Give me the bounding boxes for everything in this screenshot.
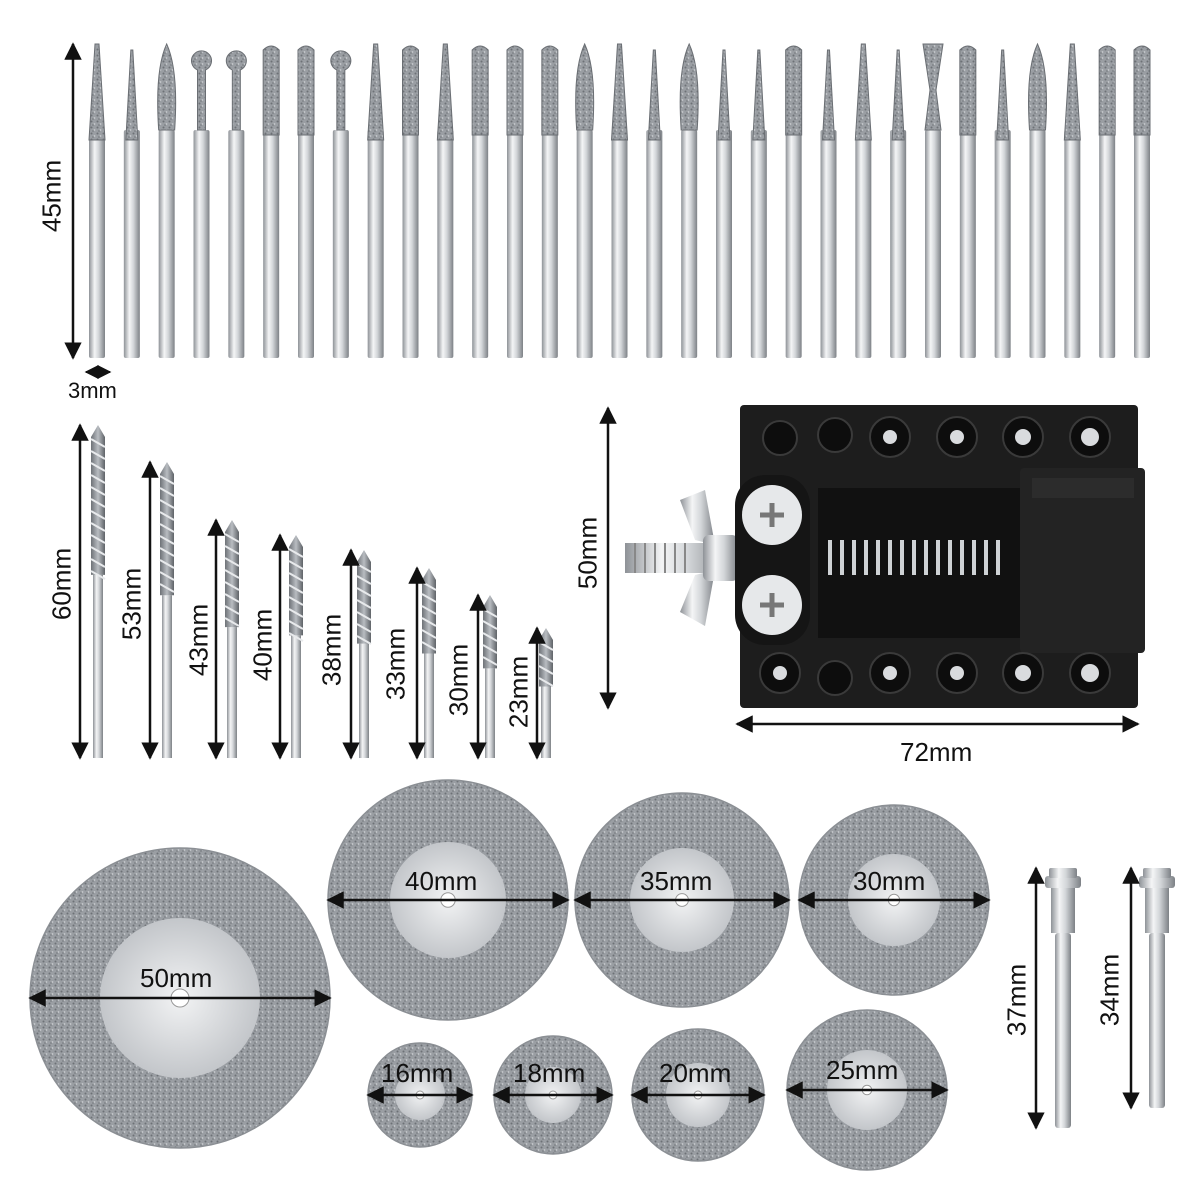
burr-bit [262, 45, 280, 358]
burr-bit [716, 49, 732, 358]
cutting-disc [366, 1042, 474, 1148]
drill-label-23: 23mm [503, 655, 534, 729]
stand-height-label: 50mm [572, 516, 603, 590]
burr-bit [330, 50, 352, 358]
burr-bit [436, 43, 454, 358]
burr-bit [854, 43, 872, 358]
burr-bit [88, 43, 106, 358]
disc-label-16: 16mm [381, 1058, 454, 1088]
cutting-disc [785, 1009, 949, 1171]
cutting-disc [492, 1035, 614, 1155]
cutting-disc [630, 1028, 766, 1162]
drill-label-40: 40mm [247, 608, 278, 682]
burr-shank-label: 3mm [68, 378, 117, 403]
burr-bit [750, 49, 767, 358]
burr-set [88, 42, 1151, 358]
drill-bit [90, 425, 106, 758]
mandrel [1139, 868, 1175, 1108]
burr-bit [890, 49, 907, 358]
drill-label-43: 43mm [183, 603, 214, 677]
cutting-disc [797, 804, 991, 996]
burr-bit [1133, 45, 1151, 358]
burr-bit [123, 49, 140, 358]
disc-label-40: 40mm [405, 866, 478, 896]
disc-label-18: 18mm [513, 1058, 586, 1088]
burr-bit [994, 49, 1011, 358]
mandrel-label-34: 34mm [1094, 953, 1125, 1027]
burr-bit [191, 50, 212, 358]
burr-bit [157, 42, 177, 358]
drill-label-60: 60mm [46, 547, 77, 621]
burr-bit [575, 42, 595, 358]
drill-bit [421, 568, 437, 758]
burr-bit [785, 45, 803, 358]
burr-bit [1028, 42, 1047, 358]
burr-bit [541, 45, 559, 358]
mandrel [1045, 868, 1081, 1128]
burr-bit [820, 49, 837, 358]
drill-label-53: 53mm [116, 567, 147, 641]
drill-bit [356, 550, 372, 758]
cutting-disc-set [28, 779, 991, 1171]
burr-bit [506, 45, 524, 358]
disc-label-50: 50mm [140, 963, 213, 993]
drill-bit [159, 462, 175, 758]
mandrel-label-37: 37mm [1001, 963, 1032, 1037]
burr-bit [297, 45, 315, 358]
disc-label-20: 20mm [659, 1058, 732, 1088]
disc-label-35: 35mm [640, 866, 713, 896]
cutting-disc [28, 847, 332, 1149]
disc-label-25: 25mm [826, 1055, 899, 1085]
stand-width-label: 72mm [900, 737, 973, 767]
burr-bit [646, 49, 663, 358]
drill-bit [482, 595, 498, 758]
cutting-disc [326, 779, 570, 1021]
burr-length-label: 45mm [36, 159, 67, 233]
drill-label-30: 30mm [443, 643, 474, 717]
burr-bit [225, 50, 247, 358]
burr-bit [402, 45, 419, 358]
burr-bit [1063, 43, 1081, 358]
burr-bit [471, 45, 489, 358]
burr-bit [959, 45, 977, 358]
mandrel-set [1027, 866, 1175, 1130]
burr-bit [679, 42, 699, 358]
drill-label-38: 38mm [316, 613, 347, 687]
burr-bit [610, 43, 629, 358]
drill-bit [538, 628, 554, 758]
burr-bit [1098, 45, 1116, 358]
burr-bit [922, 43, 944, 358]
drill-bit [288, 535, 304, 758]
burr-bit [367, 43, 385, 358]
drill-bit [224, 520, 240, 758]
drill-label-33: 33mm [380, 627, 411, 701]
bit-stand [625, 405, 1145, 708]
drill-bit-set [71, 423, 554, 760]
cutting-disc [573, 792, 791, 1008]
disc-label-30: 30mm [853, 866, 926, 896]
